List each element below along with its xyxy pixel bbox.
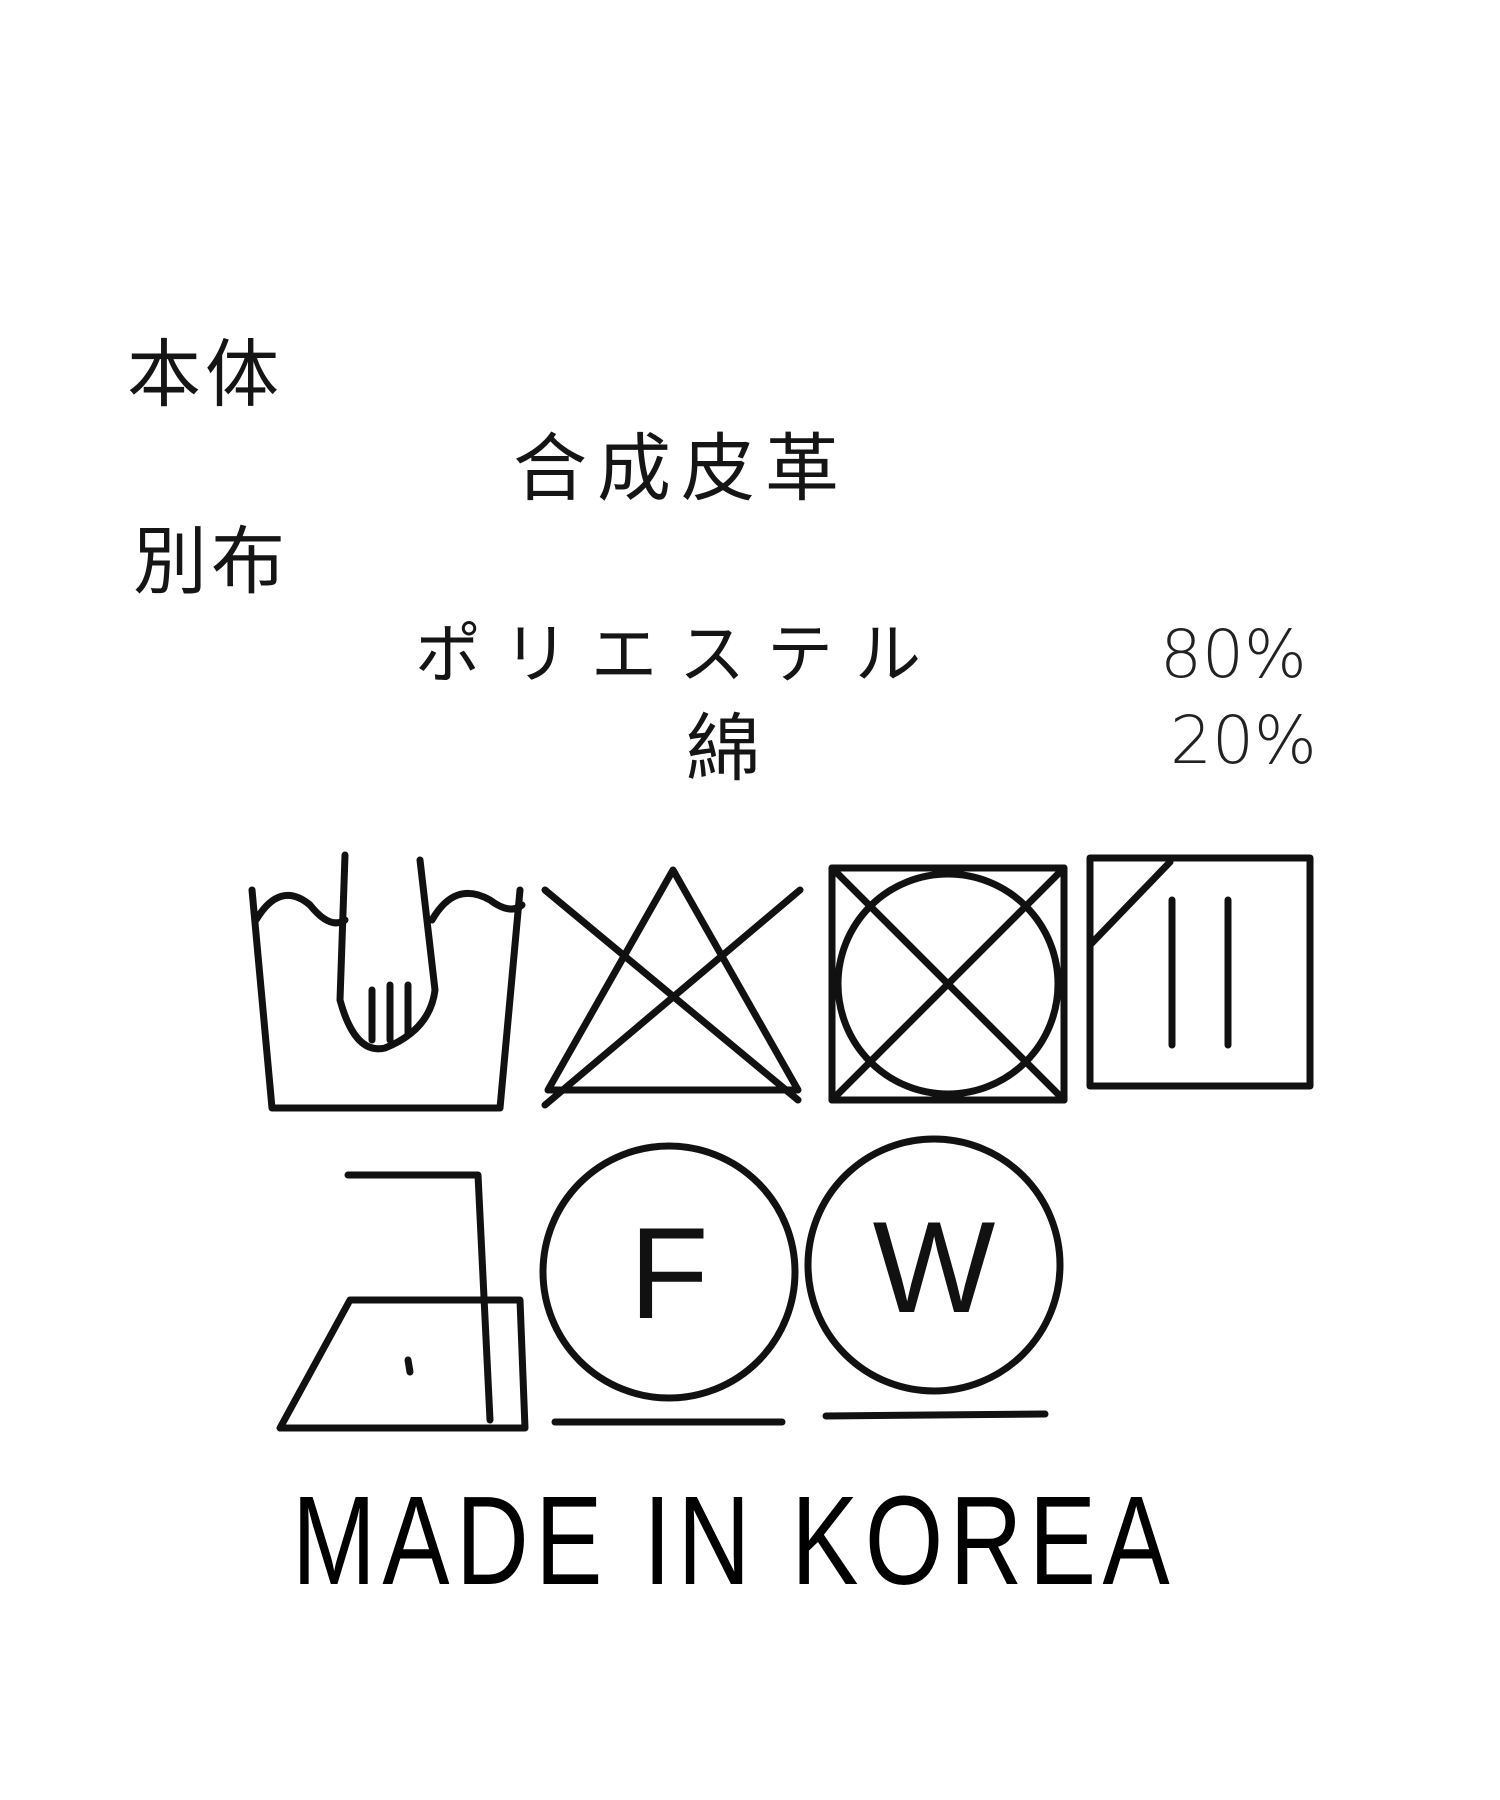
main-material: 合成皮革	[513, 426, 849, 512]
material-name: ポリエステル	[415, 616, 943, 693]
iron-low-icon	[276, 1171, 529, 1432]
section-main-label: 本体	[127, 332, 283, 418]
dry-clean-f-icon	[539, 1142, 799, 1426]
drip-dry-shade-icon	[1086, 854, 1314, 1090]
wet-clean-letter: W	[873, 1194, 996, 1340]
section-other-label: 別布	[133, 519, 289, 605]
no-bleach-icon	[541, 866, 804, 1109]
wet-clean-w-icon	[804, 1135, 1064, 1420]
material-percent: 20%	[1170, 702, 1317, 779]
country-of-origin: MADE IN KOREA	[292, 1470, 1177, 1611]
no-tumble-dry-icon	[828, 864, 1068, 1104]
dry-clean-letter: F	[629, 1200, 708, 1346]
material-percent: 80%	[1160, 616, 1307, 693]
hand-wash-icon	[248, 851, 526, 1112]
material-name: 綿	[686, 706, 764, 792]
